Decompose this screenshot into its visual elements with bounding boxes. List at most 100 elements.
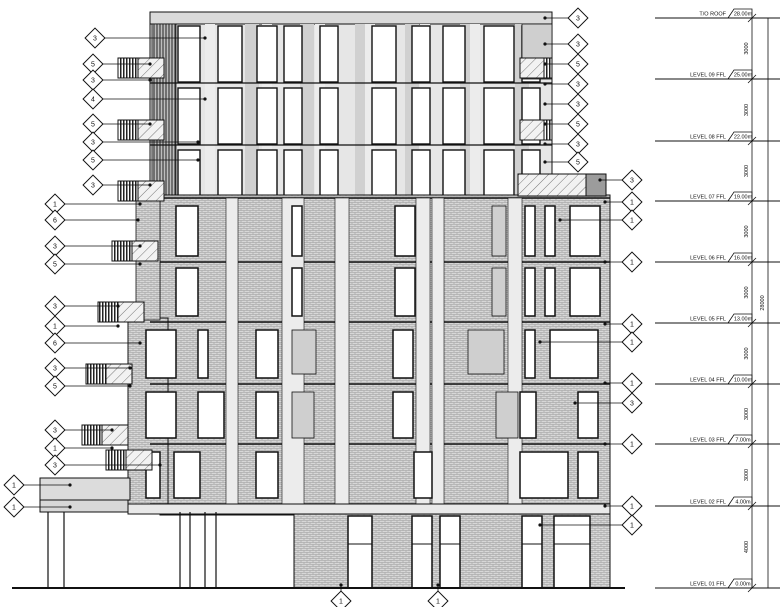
- window: [255, 329, 279, 379]
- leader-dot: [543, 142, 547, 146]
- window: [371, 25, 397, 83]
- dimension-tick: [747, 439, 757, 449]
- window: [544, 267, 556, 317]
- window: [577, 451, 599, 499]
- leader-dot: [68, 483, 72, 487]
- cladding-panel: [205, 24, 215, 195]
- callout-tag-left: 1: [12, 505, 16, 512]
- balcony-screen: [101, 424, 129, 446]
- balcony-screen: [137, 180, 165, 202]
- tag-diamond: [44, 295, 66, 317]
- callout-tags: 3534535316353163531311335335353111111311…: [3, 7, 643, 607]
- window: [145, 329, 177, 379]
- window: [413, 451, 433, 499]
- leader-dot: [543, 160, 547, 164]
- overall-dimension-value: 28000: [760, 295, 766, 310]
- level-value: 28.00m: [734, 12, 753, 18]
- dimension-tick: [747, 318, 757, 328]
- window: [173, 451, 201, 499]
- tag-diamond: [44, 193, 66, 215]
- leader-dot: [116, 324, 120, 328]
- window: [483, 87, 515, 145]
- balcony-rail: [81, 424, 103, 446]
- window: [442, 87, 466, 145]
- leader-dot: [603, 200, 607, 204]
- balcony-rail: [117, 119, 139, 141]
- cladding-panel: [365, 24, 375, 195]
- level-value: 4.00m: [735, 500, 751, 506]
- leader-dot: [138, 202, 142, 206]
- leader-dot: [538, 523, 542, 527]
- podium-canopy: [39, 477, 131, 501]
- window: [524, 329, 536, 379]
- tag-diamond: [621, 191, 643, 213]
- window: [217, 149, 243, 197]
- tag-diamond: [44, 419, 66, 441]
- level-value: 13.00m: [734, 317, 753, 323]
- window: [442, 25, 466, 83]
- tag-diamond: [84, 27, 106, 49]
- window: [283, 25, 303, 83]
- balcony-screen: [519, 119, 547, 141]
- level-value: 10.00m: [734, 378, 753, 384]
- leader-dot: [436, 583, 440, 587]
- callout-tag-left: 3: [93, 36, 97, 43]
- leader-dot: [196, 140, 200, 144]
- callout-tag-right: 3: [576, 102, 580, 109]
- callout-tag-left: 5: [53, 384, 57, 391]
- tag-diamond: [44, 375, 66, 397]
- tag-diamond: [44, 437, 66, 459]
- callout-tag-right: 1: [630, 523, 634, 530]
- window: [291, 267, 303, 317]
- level-value: 7.00m: [735, 438, 751, 444]
- spandrel-panel: [291, 391, 315, 439]
- tag-diamond: [330, 590, 352, 607]
- window: [319, 149, 339, 197]
- balcony-rail: [111, 240, 133, 262]
- leader-dot: [148, 62, 152, 66]
- balcony-screen: [131, 240, 159, 262]
- tag-diamond: [621, 313, 643, 335]
- leader-dot: [573, 401, 577, 405]
- leader-dot: [138, 262, 142, 266]
- leader-dot: [110, 428, 114, 432]
- leader-dot: [598, 178, 602, 182]
- tag-diamond: [3, 496, 25, 518]
- dimension-value: 3000: [744, 347, 750, 359]
- window: [256, 149, 278, 197]
- tag-diamond: [3, 474, 25, 496]
- dimension-tick: [747, 583, 757, 593]
- level-label: LEVEL 07 FFL: [690, 195, 726, 201]
- balcony-screen: [519, 57, 547, 79]
- window: [175, 267, 199, 317]
- roof-parapet: [149, 11, 553, 25]
- balcony-rail: [105, 449, 127, 471]
- window: [524, 267, 536, 317]
- leader-dot: [128, 384, 132, 388]
- tag-diamond: [567, 7, 589, 29]
- level-value: 22.00m: [734, 135, 753, 141]
- building-facade: [12, 11, 625, 589]
- callout-tag-right: 3: [630, 401, 634, 408]
- pilaster: [431, 197, 445, 505]
- tag-diamond: [82, 131, 104, 153]
- window: [549, 329, 599, 379]
- callout-tag-right: 5: [576, 122, 580, 129]
- level-label: LEVEL 06 FFL: [690, 256, 726, 262]
- tag-diamond: [567, 33, 589, 55]
- level-value: 16.00m: [734, 256, 753, 262]
- tag-diamond: [621, 169, 643, 191]
- tag-diamond: [82, 88, 104, 110]
- callout-tag-right: 5: [576, 160, 580, 167]
- tag-diamond: [567, 151, 589, 173]
- window: [197, 391, 225, 439]
- window: [394, 267, 416, 317]
- dimension-tick: [747, 74, 757, 84]
- leader-dot: [543, 16, 547, 20]
- window: [483, 25, 515, 83]
- callout-tag-right: 1: [630, 322, 634, 329]
- window: [256, 87, 278, 145]
- window: [283, 87, 303, 145]
- dimension-value: 3000: [744, 408, 750, 420]
- dimension-tick: [747, 379, 757, 389]
